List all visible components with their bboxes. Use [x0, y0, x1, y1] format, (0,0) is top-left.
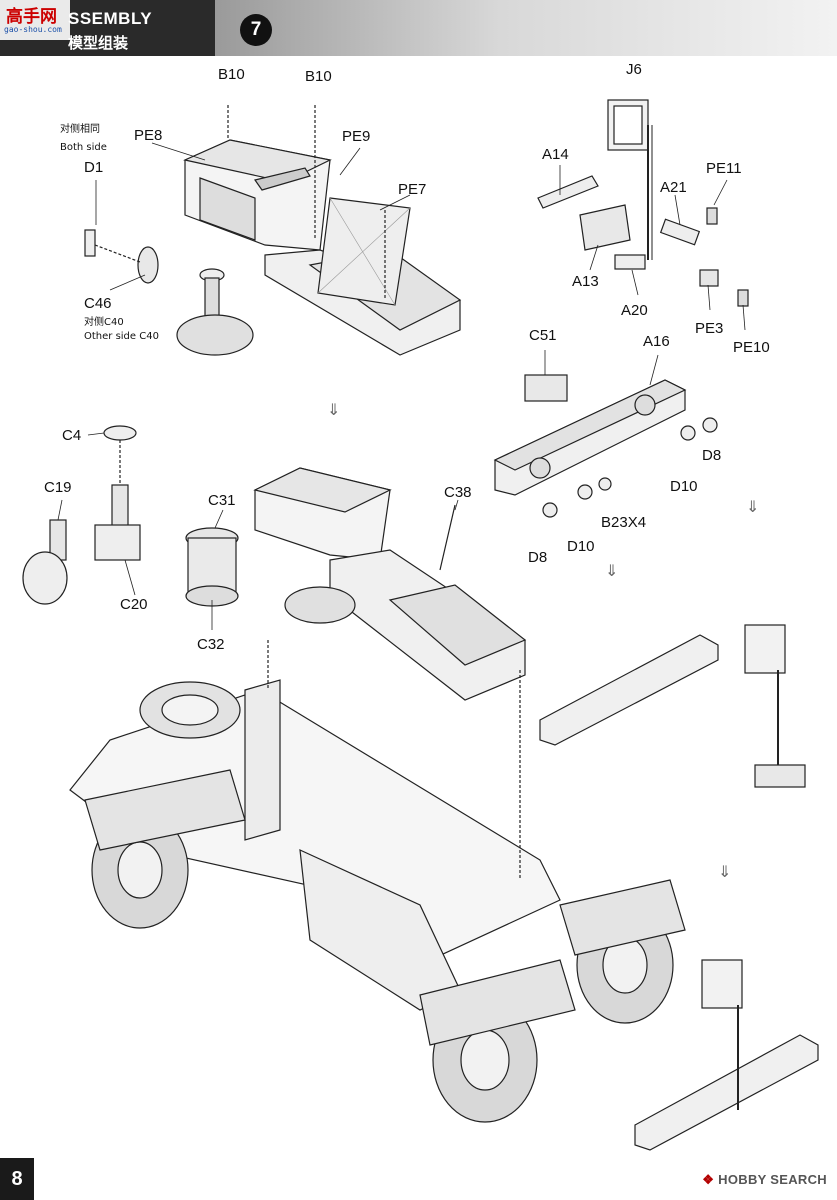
part-label-j6: J6 [626, 61, 642, 78]
part-label-c46: C46 [84, 295, 112, 312]
brand-text: HOBBY SEARCH [718, 1172, 827, 1187]
brand-mark-icon: ❖ [702, 1172, 715, 1187]
light-bar-subassembly [493, 374, 718, 518]
part-label-a21: A21 [660, 179, 687, 196]
mirror-lightbar-assembled [539, 624, 806, 788]
part-label-c19: C19 [44, 479, 72, 496]
part-label-b10-left: B10 [218, 66, 245, 83]
page-number: 8 [0, 1158, 34, 1200]
part-label-d10-left: D10 [567, 538, 595, 555]
part-label-b10-right: B10 [305, 68, 332, 85]
part-label-c20: C20 [120, 596, 148, 613]
section-title-cn: 模型组装 [68, 34, 129, 52]
part-label-d8-right: D8 [702, 447, 722, 464]
logo-text: 高手网 [6, 7, 57, 27]
part-label-a14: A14 [542, 146, 569, 163]
note-both-side-en: Both side [60, 142, 107, 153]
note-both-side-cn: 对侧相同 [60, 124, 100, 135]
watermark-logo: 高手网 gao-shou.com [0, 0, 70, 40]
part-label-c4: C4 [62, 427, 82, 444]
part-label-c31: C31 [208, 492, 236, 509]
cab-assembled [253, 467, 527, 701]
leader-lines [57, 142, 746, 630]
step-number-badge: 7 [240, 14, 272, 46]
flow-arrow-icon: ⇓ [327, 402, 341, 419]
part-label-pe7: PE7 [398, 181, 427, 198]
part-label-pe3: PE3 [695, 320, 724, 337]
part-label-pe10: PE10 [733, 339, 770, 356]
mirror-arm-subassembly [537, 99, 749, 307]
part-label-pe11: PE11 [706, 160, 742, 177]
part-label-c51: C51 [529, 327, 557, 344]
part-label-a16: A16 [643, 333, 670, 350]
note-other-side-cn: 对侧C40 [84, 317, 124, 328]
flow-arrow-icon: ⇓ [718, 864, 732, 881]
exhaust-subassembly [22, 425, 239, 607]
truck-chassis [69, 640, 819, 1151]
part-label-d10-right: D10 [670, 478, 698, 495]
flow-arrow-icon: ⇓ [605, 563, 619, 580]
section-title-en: SSEMBLY [68, 9, 153, 28]
flow-arrow-icon: ⇓ [746, 499, 760, 516]
part-label-a13: A13 [572, 273, 599, 290]
logo-url: gao-shou.com [4, 25, 62, 34]
part-label-c38: C38 [444, 484, 472, 501]
hobby-search-logo: ❖ HOBBY SEARCH [702, 1172, 827, 1188]
part-label-a20: A20 [621, 302, 648, 319]
part-label-pe9: PE9 [342, 128, 371, 145]
part-label-pe8: PE8 [134, 127, 163, 144]
part-label-d1: D1 [84, 159, 104, 176]
part-label-d8-left: D8 [528, 549, 548, 566]
page-header: 高手网 gao-shou.com SSEMBLY 模型组装 7 [0, 0, 837, 56]
cab-deck-subassembly [84, 105, 462, 356]
note-other-side-en: Other side C40 [84, 331, 159, 342]
part-label-b23x4: B23X4 [601, 514, 647, 531]
part-label-c32: C32 [197, 636, 225, 653]
